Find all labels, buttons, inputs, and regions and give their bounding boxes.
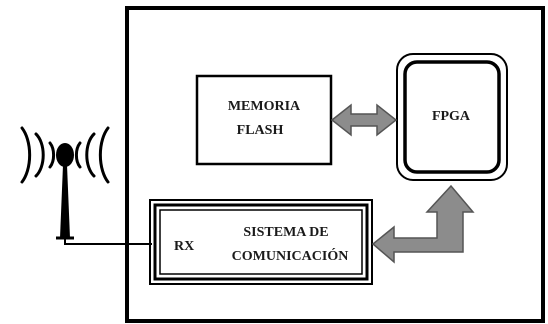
signal-waves-left-icon [20,126,56,184]
comm-label-line2: COMUNICACIÓN [232,247,349,264]
fpga-comm-bidirectional-arrow [371,184,475,264]
fpga-block [396,53,508,181]
memory-fpga-bidirectional-arrow [330,103,398,137]
main-board-outline [125,6,545,323]
comm-label-line1: SISTEMA DE [243,225,328,240]
antenna-cable [64,238,152,245]
antenna-icon [20,126,110,240]
signal-waves-right-icon [74,126,110,184]
antenna-head [56,143,74,167]
memory-flash-block [195,74,333,166]
memory-label-line1: MEMORIA [228,99,301,114]
rx-label: RX [174,239,194,254]
communication-system-block [149,199,373,285]
fpga-label: FPGA [432,109,471,124]
antenna-mast [60,165,70,238]
memory-label-line2: FLASH [237,123,284,138]
